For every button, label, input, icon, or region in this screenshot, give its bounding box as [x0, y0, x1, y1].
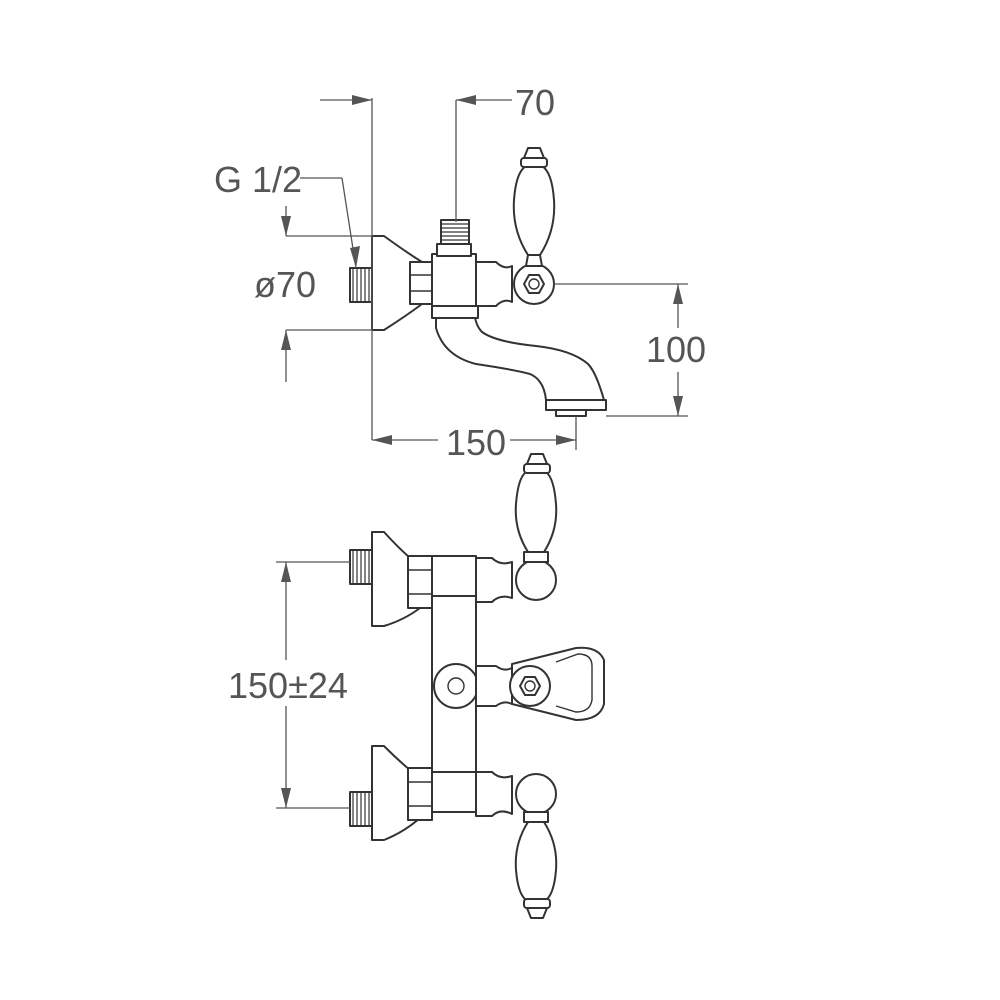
side-inlet-thread: [349, 267, 373, 303]
side-spout: [435, 305, 605, 401]
side-view: [349, 147, 607, 417]
dim-spout-height-label: 100: [646, 329, 706, 370]
front-upper-valve-head: [515, 559, 557, 601]
front-lower-handle: [514, 821, 558, 919]
dim-inlet-spacing-label: 150±24: [228, 665, 348, 706]
side-view-dimensions: 70 G 1/2 ø70 100 150: [214, 82, 706, 463]
front-lower-valve-neck: [475, 771, 513, 817]
dim-top-offset-label: 70: [515, 82, 555, 123]
dim-thread-label: G 1/2: [214, 159, 302, 200]
front-lower-inlet: [349, 745, 477, 841]
front-upper-handle: [514, 453, 558, 553]
front-view-dimensions: 150±24: [228, 561, 350, 809]
front-spout-hex-icon: [519, 676, 541, 696]
front-diverter: [433, 663, 513, 709]
front-upper-valve-neck: [475, 557, 513, 603]
side-top-outlet: [436, 219, 472, 257]
dim-spout-reach-label: 150: [446, 422, 506, 463]
dim-flange-diameter-label: ø70: [254, 264, 316, 305]
side-valve-hex-icon: [523, 274, 545, 294]
side-hex-nut: [409, 261, 433, 305]
side-body: [431, 253, 477, 307]
side-lever-handle: [512, 147, 556, 267]
front-lower-valve-head: [515, 773, 557, 815]
side-valve-neck: [475, 261, 513, 307]
side-spout-outlet: [545, 399, 607, 411]
front-upper-inlet: [349, 531, 477, 627]
front-view: [349, 453, 605, 919]
